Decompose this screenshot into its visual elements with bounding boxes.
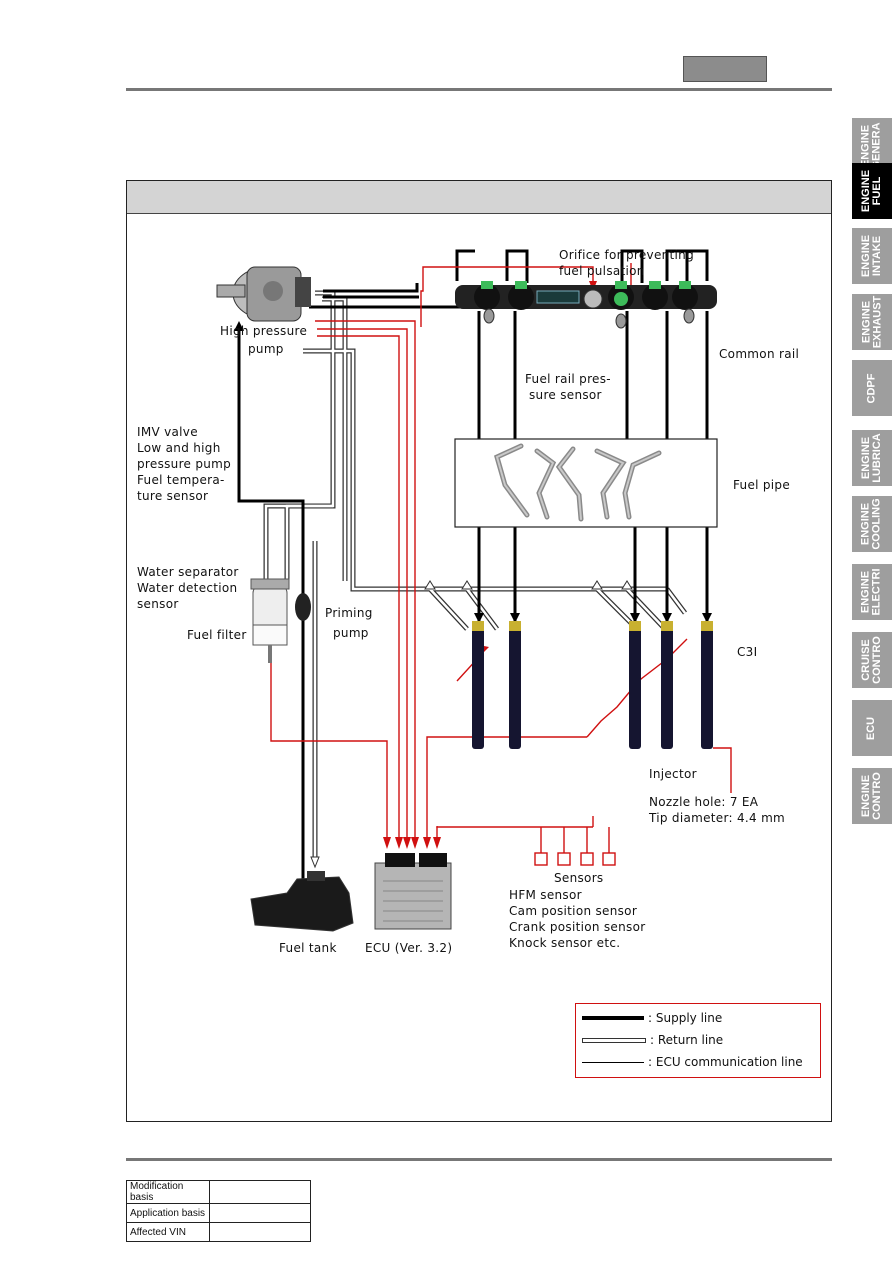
tab-engine-exhaust[interactable]: ENGINE EXHAUST [852,294,892,350]
label-priming-1: Priming [325,606,373,620]
table-cell-value [209,1180,311,1204]
table-cell-label: Affected VIN [126,1222,210,1242]
label-imv-2: Low and high [137,441,221,455]
table-cell-label: Modification basis [126,1180,210,1204]
label-sensor-3: Crank position sensor [509,920,645,934]
ecu-lines [270,263,732,846]
table-row: Application basis [126,1203,311,1223]
label-water-3: sensor [137,597,179,611]
tab-ecu[interactable]: ECU [852,700,892,756]
legend-ecu: : ECU communication line [582,1054,803,1070]
legend-return-swatch [582,1037,646,1043]
tab-engine-cooling[interactable]: ENGINE COOLING [852,496,892,552]
table-row: Affected VIN [126,1222,311,1242]
table-cell-label: Application basis [126,1203,210,1223]
label-sensor-2: Cam position sensor [509,904,637,918]
tab-cdpf[interactable]: CDPF [852,360,892,416]
tab-engine-fuel[interactable]: ENGINE FUEL [852,163,892,219]
fuel-tank-icon [250,871,354,932]
label-ecu: ECU (Ver. 3.2) [365,941,452,955]
label-pump-2: pump [248,342,284,356]
tab-cruise-control[interactable]: CRUISE CONTRO [852,632,892,688]
label-imv-5: ture sensor [137,489,208,503]
footer-rule [126,1158,832,1161]
header-badge [683,56,767,82]
label-sensor-1: HFM sensor [509,888,582,902]
label-sensor-4: Knock sensor etc. [509,936,620,950]
diagram-frame: Orifice for preventing fuel pulsation Hi… [126,180,832,1122]
label-nozzle-1: Nozzle hole: 7 EA [649,795,759,809]
legend-box: : Supply line : Return line : ECU commun… [575,1003,821,1078]
tab-engine-lubrication[interactable]: ENGINE LUBRICA [852,430,892,486]
label-injector: Injector [649,767,697,781]
label-priming-2: pump [333,626,369,640]
label-orifice-2: fuel pulsation [559,264,645,278]
label-imv-1: IMV valve [137,425,198,439]
tab-engine-intake[interactable]: ENGINE INTAKE [852,228,892,284]
label-fuel-pipe: Fuel pipe [733,478,790,492]
label-nozzle-2: Tip diameter: 4.4 mm [648,811,785,825]
ecu-icon [374,853,452,930]
fuel-filter-icon [250,578,290,663]
label-pump-1: High pressure [220,324,307,338]
sensor-boxes [534,827,616,866]
legend-supply-swatch [582,1016,644,1020]
legend-return: : Return line [582,1032,723,1048]
label-imv-3: pressure pump [137,457,231,471]
tab-engine-electrical[interactable]: ENGINE ELECTRI [852,564,892,620]
revision-info-table: Modification basis Application basis Aff… [126,1180,311,1242]
diagram-labels: Orifice for preventing fuel pulsation Hi… [137,248,799,955]
label-rail-sensor-1: Fuel rail pres- [525,372,611,386]
label-water-1: Water separator [137,565,239,579]
label-orifice-1: Orifice for preventing [559,248,694,262]
injector-icons [472,621,713,749]
label-fuel-filter: Fuel filter [187,628,247,642]
high-pressure-pump-icon [216,266,311,322]
label-imv-4: Fuel tempera- [137,473,225,487]
frame-header-bar [127,181,831,214]
header-rule [126,88,832,91]
common-rail-icon [455,281,717,329]
label-rail-sensor-2: sure sensor [529,388,602,402]
label-sensors-title: Sensors [554,871,604,885]
legend-supply: : Supply line [582,1010,722,1026]
fuel-system-diagram: Orifice for preventing fuel pulsation Hi… [137,248,799,955]
label-water-2: Water detection [137,581,237,595]
table-cell-value [209,1203,311,1223]
fuel-pipe-box [454,438,718,528]
return-lines [263,290,687,869]
table-cell-value [209,1222,311,1242]
label-common-rail: Common rail [719,347,799,361]
legend-ecu-swatch [582,1061,644,1063]
label-fuel-tank: Fuel tank [279,941,337,955]
label-c3i: C3I [737,645,757,659]
tab-engine-control[interactable]: ENGINE CONTRO [852,768,892,824]
supply-lines [237,249,709,881]
priming-pump-icon [295,593,311,621]
table-row: Modification basis [126,1180,311,1204]
